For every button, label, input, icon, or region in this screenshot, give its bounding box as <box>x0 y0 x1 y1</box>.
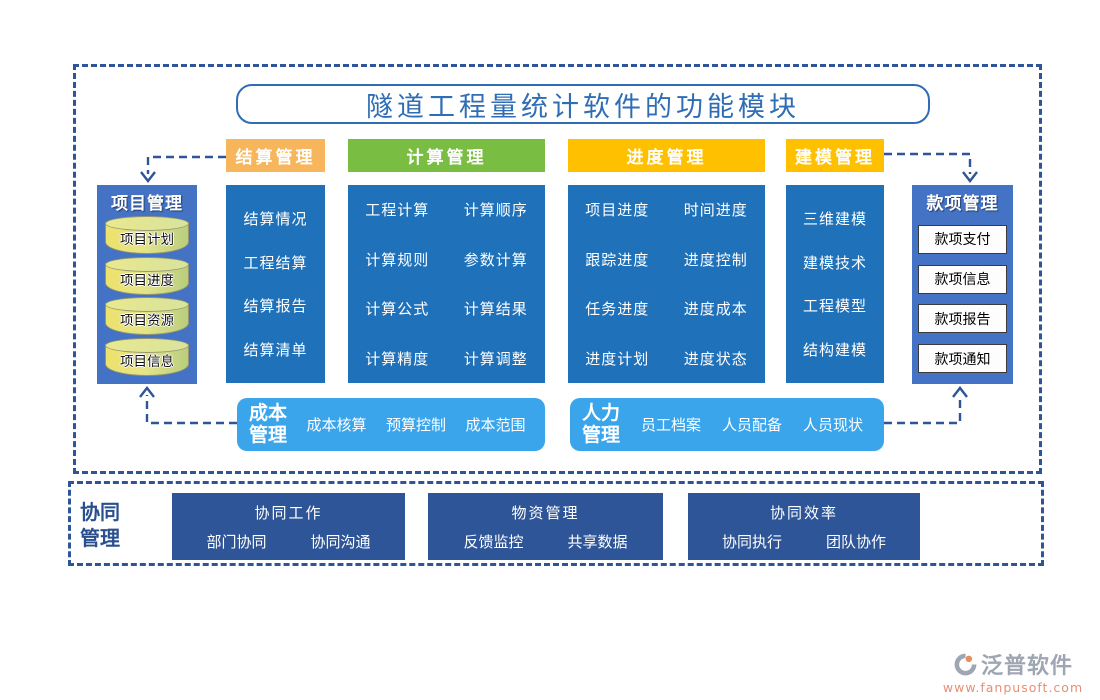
box-title-line1: 成本 <box>249 402 288 425</box>
header-modeling-management: 建模管理 <box>786 139 884 172</box>
header-settlement-management: 结算管理 <box>226 139 325 172</box>
diagram-title: 隧道工程量统计软件的功能模块 <box>366 91 800 123</box>
list-item: 反馈监控 <box>463 533 524 551</box>
list-item: 参数计算 <box>463 250 528 269</box>
payment-management-panel: 款项管理 款项支付 款项信息 款项报告 款项通知 <box>912 185 1013 384</box>
database-cylinder-icon: 项目信息 <box>105 337 189 376</box>
list-item: 预算控制 <box>386 416 447 434</box>
list-item: 跟踪进度 <box>585 250 650 269</box>
box-title: 物资管理 <box>511 504 580 522</box>
fanpu-logo-icon <box>954 653 977 675</box>
modeling-items-box: 三维建模 建模技术 工程模型 结构建模 <box>786 185 884 383</box>
list-item: 款项报告 <box>918 304 1007 334</box>
collab-item-row: 部门协同 协同沟通 <box>206 523 370 560</box>
hr-management-box: 人力 管理 员工档案 人员配备 人员现状 <box>570 398 884 451</box>
list-item: 计算结果 <box>463 300 528 319</box>
list-item: 三维建模 <box>802 209 867 228</box>
list-item: 部门协同 <box>206 533 267 551</box>
list-item: 款项信息 <box>918 264 1007 294</box>
list-item: 结构建模 <box>802 341 867 360</box>
payment-item-list: 款项支付 款项信息 款项报告 款项通知 <box>912 214 1013 384</box>
collab-dashed-frame <box>68 481 1044 566</box>
list-item: 进度控制 <box>683 250 748 269</box>
list-item: 共享数据 <box>567 533 628 551</box>
list-item: 成本范围 <box>465 416 526 434</box>
list-item: 结算清单 <box>243 341 308 360</box>
collab-label-line1: 协同 <box>80 500 120 524</box>
brand-url: www.fanpusoft.com <box>942 680 1084 695</box>
diagram-title-box: 隧道工程量统计软件的功能模块 <box>236 84 930 124</box>
calculation-items-box: 工程计算 计算顺序 计算规则 参数计算 计算公式 计算结果 计算精度 计算调整 <box>348 185 545 383</box>
list-item: 时间进度 <box>683 201 748 220</box>
project-cylinder-list: 项目计划 项目进度 项目资源 项目信息 <box>97 214 197 384</box>
progress-items-box: 项目进度 时间进度 跟踪进度 进度控制 任务进度 进度成本 进度计划 进度状态 <box>568 185 765 383</box>
collab-item-row: 协同执行 团队协作 <box>722 523 886 560</box>
list-item: 计算精度 <box>365 349 430 368</box>
cylinder-label: 项目计划 <box>120 232 174 249</box>
list-item: 进度计划 <box>585 349 650 368</box>
list-item: 计算调整 <box>463 349 528 368</box>
cylinder-label: 项目信息 <box>120 353 174 370</box>
list-item: 工程计算 <box>365 201 430 220</box>
header-label: 进度管理 <box>626 148 707 168</box>
header-calculation-management: 计算管理 <box>348 139 545 172</box>
header-progress-management: 进度管理 <box>568 139 765 172</box>
watermark: 泛普软件 www.fanpusoft.com <box>938 648 1088 695</box>
list-item: 人员现状 <box>803 416 864 434</box>
header-label: 建模管理 <box>795 148 875 168</box>
cost-management-box: 成本 管理 成本核算 预算控制 成本范围 <box>237 398 545 451</box>
hr-item-list: 员工档案 人员配备 人员现状 <box>620 414 884 435</box>
list-item: 人员配备 <box>722 416 783 434</box>
header-label: 计算管理 <box>406 148 487 168</box>
list-item: 计算规则 <box>365 250 430 269</box>
box-title-line2: 管理 <box>249 423 288 446</box>
panel-title: 项目管理 <box>111 194 183 214</box>
list-item: 工程模型 <box>802 297 867 316</box>
main-dashed-frame <box>73 64 1042 474</box>
cost-item-list: 成本核算 预算控制 成本范围 <box>287 414 545 435</box>
list-item: 计算公式 <box>365 300 430 319</box>
cylinder-label: 项目进度 <box>120 272 174 289</box>
list-item: 款项通知 <box>918 344 1007 374</box>
list-item: 建模技术 <box>802 253 867 272</box>
list-item: 进度状态 <box>683 349 748 368</box>
collab-work-box: 协同工作 部门协同 协同沟通 <box>172 493 405 560</box>
list-item: 协同执行 <box>721 533 782 551</box>
collab-label-line2: 管理 <box>80 526 120 550</box>
header-label: 结算管理 <box>235 148 316 168</box>
list-item: 结算情况 <box>243 209 308 228</box>
list-item: 成本核算 <box>306 416 367 434</box>
brand-name: 泛普软件 <box>980 654 1073 679</box>
cylinder-label: 项目资源 <box>120 313 174 330</box>
list-item: 进度成本 <box>683 300 748 319</box>
box-title: 成本 管理 <box>237 403 287 446</box>
project-management-panel: 项目管理 项目计划 项目进度 项目资源 项目信息 <box>97 185 197 384</box>
list-item: 协同沟通 <box>310 533 371 551</box>
collab-item-row: 反馈监控 共享数据 <box>463 523 627 560</box>
panel-title: 款项管理 <box>926 194 999 214</box>
database-cylinder-icon: 项目资源 <box>105 297 189 336</box>
list-item: 员工档案 <box>641 416 702 434</box>
box-title: 人力 管理 <box>570 403 620 446</box>
list-item: 工程结算 <box>243 253 308 272</box>
list-item: 任务进度 <box>585 300 650 319</box>
collab-efficiency-box: 协同效率 协同执行 团队协作 <box>688 493 920 560</box>
box-title-line2: 管理 <box>582 423 621 446</box>
box-title: 协同效率 <box>769 504 838 522</box>
box-title: 协同工作 <box>254 504 323 522</box>
settlement-items-box: 结算情况 工程结算 结算报告 结算清单 <box>226 185 325 383</box>
list-item: 计算顺序 <box>463 201 528 220</box>
collab-section-label: 协同 管理 <box>80 499 120 551</box>
database-cylinder-icon: 项目计划 <box>105 216 189 255</box>
list-item: 结算报告 <box>243 297 308 316</box>
material-management-box: 物资管理 反馈监控 共享数据 <box>428 493 663 560</box>
list-item: 项目进度 <box>585 201 650 220</box>
list-item: 款项支付 <box>918 224 1007 254</box>
list-item: 团队协作 <box>826 533 887 551</box>
database-cylinder-icon: 项目进度 <box>105 256 189 295</box>
brand-row: 泛普软件 <box>953 648 1073 680</box>
box-title-line1: 人力 <box>582 402 621 425</box>
